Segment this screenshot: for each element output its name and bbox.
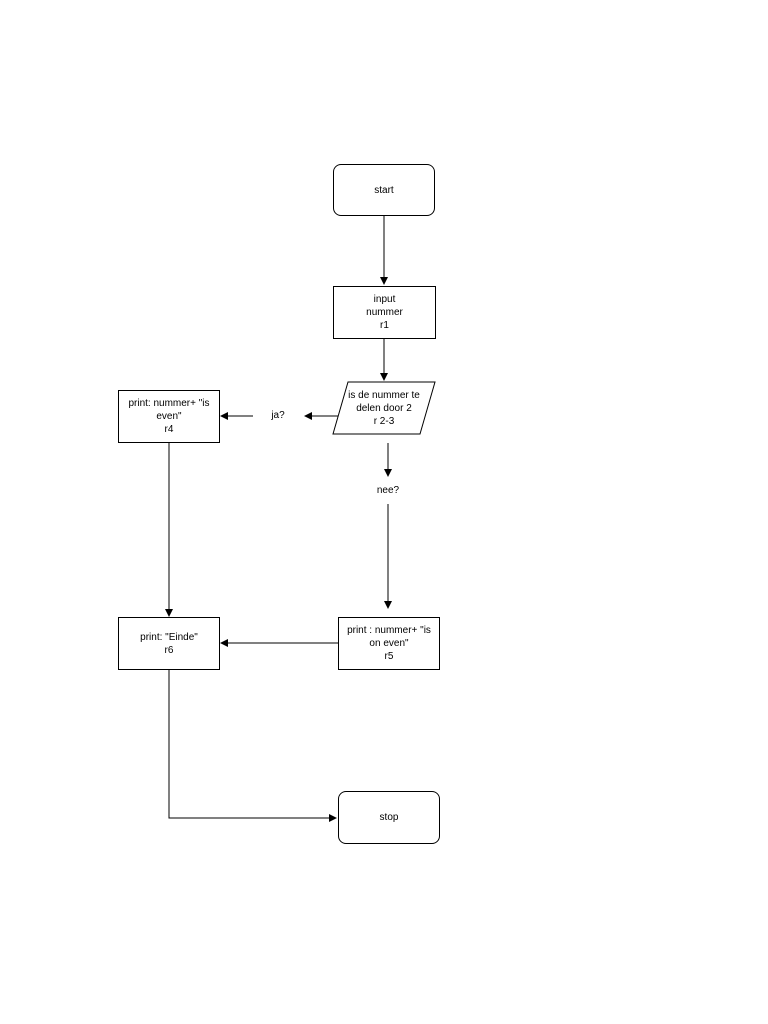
no-branch-label: nee? xyxy=(364,484,412,497)
stop-node: stop xyxy=(338,791,440,844)
print-even-label: print: nummer+ "is even" r4 xyxy=(128,398,210,435)
print-end-label: print: "Einde" r6 xyxy=(140,631,198,656)
print-even-node: print: nummer+ "is even" r4 xyxy=(118,390,220,443)
input-label: input nummer r1 xyxy=(366,294,403,331)
decision-node: is de nummer te delen door 2 r 2-3 xyxy=(338,382,430,434)
print-odd-node: print : nummer+ "is on even" r5 xyxy=(338,617,440,670)
yes-branch-label: ja? xyxy=(257,409,299,422)
arrow-print-end-to-stop xyxy=(168,670,337,822)
start-node: start xyxy=(333,164,435,216)
decision-label: is de nummer te delen door 2 r 2-3 xyxy=(348,389,420,427)
start-label: start xyxy=(374,184,394,196)
input-node: input nummer r1 xyxy=(333,286,436,339)
print-odd-label: print : nummer+ "is on even" r5 xyxy=(347,625,431,662)
print-end-node: print: "Einde" r6 xyxy=(118,617,220,670)
stop-label: stop xyxy=(379,812,399,823)
decision-shape xyxy=(332,381,436,435)
